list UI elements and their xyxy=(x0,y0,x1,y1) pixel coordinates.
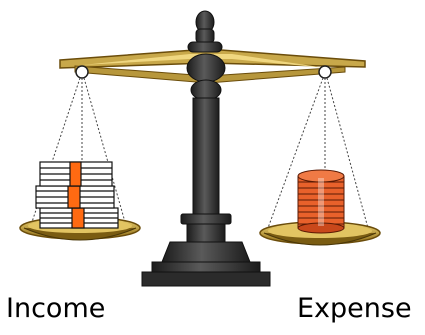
left-chains xyxy=(31,77,126,225)
right-chains xyxy=(267,77,369,230)
money-stack-icon xyxy=(35,161,119,229)
scale-column xyxy=(141,10,271,287)
income-label: Income xyxy=(6,293,106,324)
right-ring xyxy=(318,65,332,79)
expense-label: Expense xyxy=(297,293,412,324)
coin-stack-icon xyxy=(297,169,345,234)
left-ring xyxy=(75,65,89,79)
